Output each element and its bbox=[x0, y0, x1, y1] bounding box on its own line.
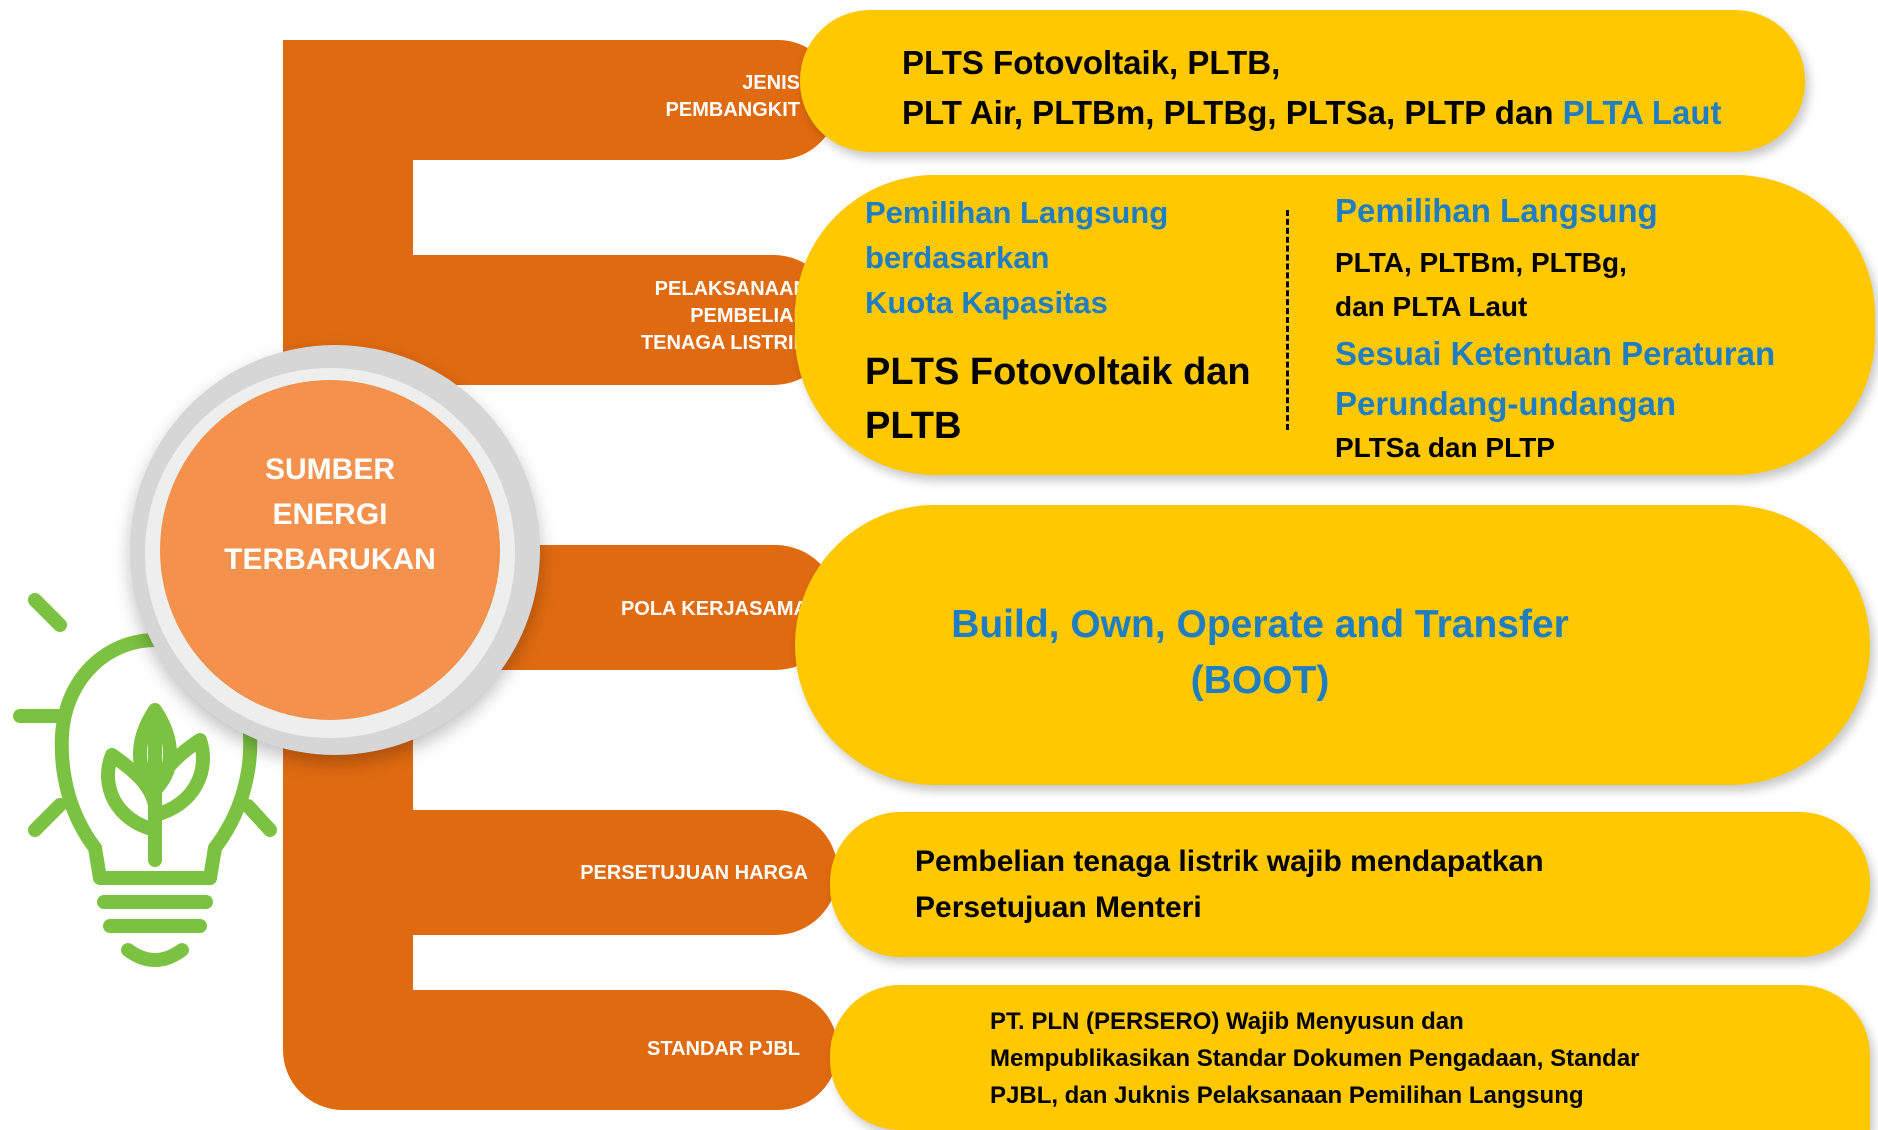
center-orange-disc bbox=[160, 380, 500, 720]
center-title: SUMBER ENERGI TERBARUKAN bbox=[224, 453, 436, 576]
divider-dashed bbox=[1286, 210, 1289, 430]
label-pelaksanaan: PELAKSANAAN PEMBELIAN TENAGA LISTRIK bbox=[640, 278, 808, 354]
tab-pelaksanaan bbox=[360, 255, 838, 385]
pill-pelaksanaan: Pemilihan Langsung berdasarkan Kuota Kap… bbox=[795, 175, 1875, 475]
label-pola-kerjasama: POLA KERJASAMA bbox=[620, 598, 808, 620]
label-persetujuan-harga: PERSETUJUAN HARGA bbox=[580, 862, 808, 884]
tab-persetujuan-harga bbox=[360, 810, 838, 935]
pill-standar-pjbl: PT. PLN (PERSERO) Wajib Menyusun dan Mem… bbox=[830, 985, 1870, 1130]
tab-standar-pjbl bbox=[283, 990, 838, 1110]
pill-pola-kerjasama: Build, Own, Operate and Transfer (BOOT) bbox=[795, 505, 1870, 785]
label-jenis-pembangkit: JENIS PEMBANGKIT bbox=[665, 72, 800, 121]
tab-jenis-pembangkit bbox=[283, 40, 838, 160]
pill-jenis-pembangkit: PLTS Fotovoltaik, PLTB, PLT Air, PLTBm, … bbox=[800, 10, 1805, 152]
pill-persetujuan-harga: Pembelian tenaga listrik wajib mendapatk… bbox=[830, 812, 1870, 957]
label-standar-pjbl: STANDAR PJBL bbox=[647, 1038, 800, 1060]
